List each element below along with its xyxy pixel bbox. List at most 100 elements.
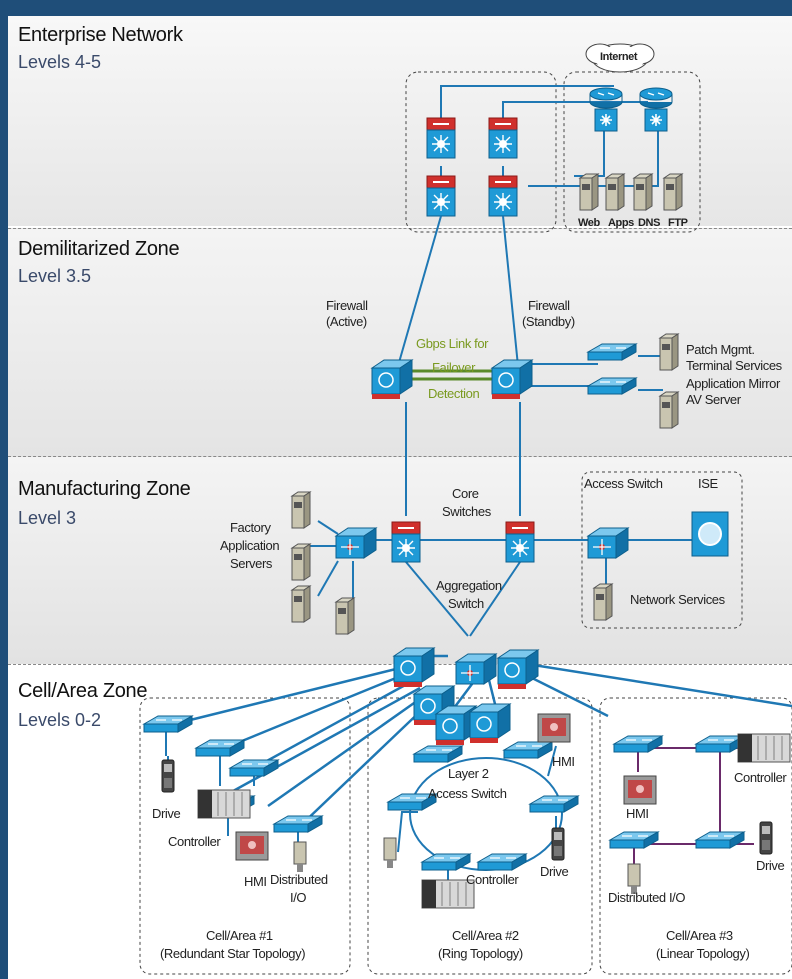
failover-link-label-1: Gbps Link for	[416, 336, 489, 351]
area3-switch-4	[695, 831, 745, 849]
area2-ring-switch-2	[503, 741, 553, 759]
area3-hmi-label: HMI	[626, 806, 649, 821]
internet-label: Internet	[600, 51, 638, 63]
area1-distributed-io-label-1: Distributed	[270, 872, 328, 887]
av-server	[659, 391, 679, 429]
area1-hmi-label: HMI	[244, 874, 267, 889]
access-switch-label: Access Switch	[584, 476, 663, 491]
area3-drive-label: Drive	[756, 858, 785, 873]
firewall-active-label-1: Firewall	[326, 298, 368, 313]
factory-servers-label-3: Servers	[230, 556, 272, 571]
enterprise-core-switch-2	[488, 117, 518, 159]
area2-layer2-label-1: Layer 2	[448, 766, 489, 781]
factory-servers-label-1: Factory	[230, 520, 271, 535]
area1-hmi	[235, 831, 269, 861]
factory-server-4	[335, 597, 355, 635]
area1-switch-5	[273, 815, 323, 833]
area1-drive	[161, 759, 175, 793]
aggregation-switch-label-1: Aggregation	[436, 578, 502, 593]
aggregation-switch	[455, 653, 497, 685]
aggregation-links	[165, 654, 792, 829]
aggregation-firewall-1	[393, 647, 435, 688]
area2-layer2-label-2: Access Switch	[428, 786, 507, 801]
patch-mgmt-server	[659, 333, 679, 371]
dns-server-label: DNS	[638, 217, 661, 229]
core-switches-label-1: Core	[452, 486, 479, 501]
ftp-server	[663, 173, 683, 211]
ise-label: ISE	[698, 476, 718, 491]
factory-servers-label-2: Application	[220, 538, 280, 553]
aggregation-switch-label-2: Switch	[448, 596, 484, 611]
enterprise-core-switch-1	[426, 117, 456, 159]
factory-server-3	[291, 585, 311, 623]
enterprise-dist-switch-2	[488, 175, 518, 217]
area2-hmi-label: HMI	[552, 754, 575, 769]
area3-switch-2	[695, 735, 745, 753]
factory-server-1	[291, 491, 311, 529]
area1-caption-2: (Redundant Star Topology)	[160, 946, 306, 961]
area2-caption-1: Cell/Area #2	[452, 928, 519, 943]
dmz-links	[397, 215, 663, 516]
web-server	[579, 173, 599, 211]
dmz-switch-1	[587, 343, 637, 361]
cell-zone-title: Cell/Area Zone	[18, 680, 148, 702]
firewall-standby-label-2: (Standby)	[522, 314, 575, 329]
area2-ring-switch-6	[477, 853, 527, 871]
cell-area-3-links	[633, 747, 754, 868]
area3-hmi	[623, 775, 657, 805]
area2-ring-switch-1	[413, 745, 463, 763]
area3-switch-1	[613, 735, 663, 753]
area3-drive	[759, 821, 773, 855]
area2-access-firewall-2	[469, 703, 511, 744]
dmz-zone-level: Level 3.5	[18, 266, 92, 286]
apps-server	[605, 173, 625, 211]
aggregation-firewall-2	[497, 649, 539, 690]
area2-controller-label: Controller	[466, 872, 519, 887]
core-switch-2	[505, 521, 535, 563]
ise-appliance	[691, 511, 729, 557]
area1-drive-label: Drive	[152, 806, 181, 821]
core-switches-label-2: Switches	[442, 504, 491, 519]
dmz-switch-2	[587, 377, 637, 395]
enterprise-dmz-servers-group	[563, 71, 701, 233]
dns-server	[633, 173, 653, 211]
area1-distributed-io-label-2: I/O	[290, 890, 307, 905]
application-mirror-label: Application Mirror	[686, 376, 780, 391]
area2-hmi	[537, 713, 571, 743]
enterprise-zone-level: Levels 4-5	[18, 52, 102, 72]
internet-router-1	[589, 87, 623, 109]
area3-controller-label: Controller	[734, 770, 787, 785]
diagram-canvas: Enterprise Network Levels 4-5 Demilitari…	[8, 16, 792, 979]
area1-caption-1: Cell/Area #1	[206, 928, 273, 943]
enterprise-dist-switch-1	[426, 175, 456, 217]
network-services-server	[593, 583, 613, 621]
area1-distributed-io	[293, 841, 307, 873]
terminal-services-label: Terminal Services	[686, 358, 782, 373]
area2-drive-label: Drive	[540, 864, 569, 879]
area1-switch-2	[195, 739, 245, 757]
factory-distribution-switch	[335, 527, 377, 559]
network-services-group	[581, 471, 743, 629]
firewall-active-label-2: (Active)	[326, 314, 367, 329]
area3-switch-3	[609, 831, 659, 849]
internet-cloud	[585, 43, 655, 73]
internet-router-2	[639, 87, 673, 109]
area1-switch-1	[143, 715, 193, 733]
area2-ring-switch-4	[529, 795, 579, 813]
firewall-active	[371, 359, 413, 400]
failover-link-label-3: Detection	[428, 386, 480, 401]
enterprise-links	[440, 85, 659, 187]
failover-link	[410, 369, 498, 381]
ftp-server-label: FTP	[668, 217, 688, 229]
cell-area-2-group	[367, 697, 593, 975]
failover-link-label-2: Failover	[432, 360, 476, 375]
area3-caption-2: (Linear Topology)	[656, 946, 750, 961]
enterprise-core-group	[405, 71, 557, 233]
manufacturing-zone-level: Level 3	[18, 508, 77, 528]
web-server-label: Web	[578, 217, 600, 229]
enterprise-zone-title: Enterprise Network	[18, 24, 183, 46]
area3-caption-1: Cell/Area #3	[666, 928, 733, 943]
area1-controller-label: Controller	[168, 834, 221, 849]
cell-area-3-group	[599, 697, 792, 975]
